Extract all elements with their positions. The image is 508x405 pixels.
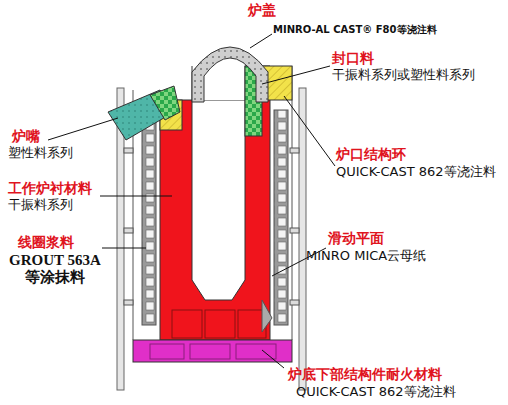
part-name: 滑动平面	[328, 230, 384, 246]
material-note: QUICK-CAST 862等浇注料	[336, 165, 496, 180]
part-name: 封口料	[332, 50, 374, 66]
part-name: 炉口结构环	[336, 146, 406, 162]
material-note: QUICK-CAST 862等浇注料	[296, 385, 456, 400]
material-note: 干振料系列	[8, 198, 73, 213]
part-name: 线圈浆料	[18, 234, 74, 250]
part-name: 炉底下部结构件耐火材料	[288, 366, 442, 382]
label-title: 炉盖	[248, 2, 276, 18]
material-note: MINRO-AL CAST® F80等浇注料	[273, 24, 437, 36]
material-note: 塑性料系列	[8, 146, 73, 161]
part-name: 工作炉衬材料	[8, 180, 92, 196]
material-note: GROUT 563A 等涂抹料	[2, 252, 108, 287]
material-note: 干振料系列或塑性料系列	[332, 68, 475, 83]
part-name: 炉嘴	[12, 128, 40, 144]
material-note: MINRO MICA云母纸	[306, 249, 426, 264]
